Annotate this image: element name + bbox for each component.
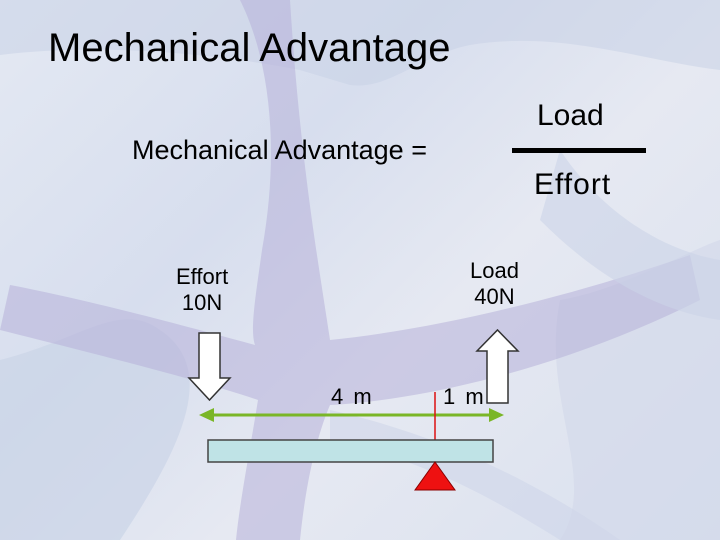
effort-label-text: Effort <box>176 264 229 289</box>
effort-arm-distance: 4 m <box>331 384 374 409</box>
load-label-text: Load <box>470 258 519 283</box>
effort-down-arrow-icon <box>187 332 232 402</box>
fulcrum-triangle-icon <box>414 461 456 491</box>
effort-value: 10N <box>181 290 223 315</box>
formula-lhs: Mechanical Advantage = <box>132 135 427 165</box>
formula-denominator: Effort <box>534 168 612 201</box>
effort-label: Effort 10N <box>176 264 228 316</box>
formula-numerator: Load <box>537 99 604 132</box>
load-arm-distance: 1 m <box>443 384 486 409</box>
load-label: Load 40N <box>470 258 519 310</box>
fraction-bar <box>512 148 646 153</box>
lever-beam <box>207 439 494 463</box>
slide-title: Mechanical Advantage <box>48 26 451 70</box>
load-up-arrow-icon <box>475 328 520 404</box>
arm-length-arrow <box>199 408 504 422</box>
load-value: 40N <box>474 284 515 309</box>
